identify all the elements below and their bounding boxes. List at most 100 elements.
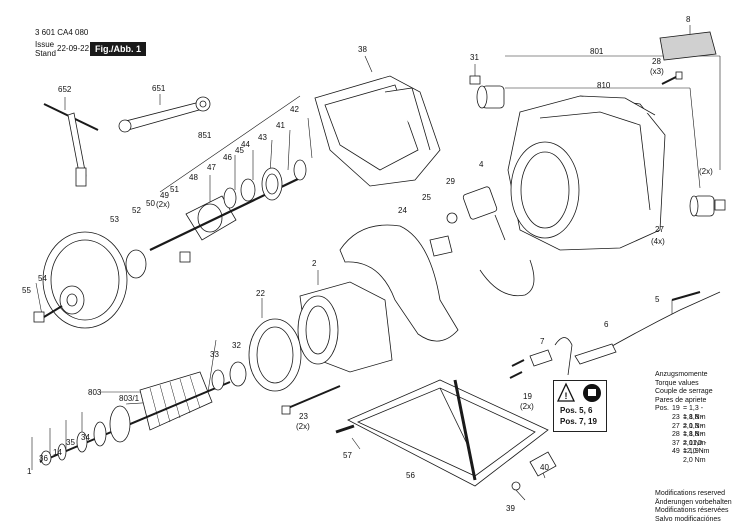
callout: 35 [66,438,75,447]
callout: 47 [207,163,216,172]
torque-title-fr: Couple de serrage [655,388,713,396]
t-key-652 [43,103,99,187]
callout: 19 [523,392,532,401]
torque-row: 37 = 11,0 - 12,0 Nm [655,440,713,456]
gear-cover-38 [314,75,441,187]
callout: 51 [170,185,179,194]
callout: 2 [312,259,317,268]
torque-row: 49 = 1,9 - 2,0 Nm [655,448,713,464]
callout: 41 [276,121,285,130]
document-number: 3 601 CA4 080 [35,28,89,37]
callout: 55 [22,286,31,295]
callout: 50 [146,199,155,208]
info-badge: ! Pos. 5, 6 Pos. 7, 19 [553,380,607,432]
issue-date: 22-09-22 [57,44,90,53]
callout: 45 [235,146,244,155]
screw-19 [509,359,525,379]
torque-value: = 11,0 - 12,0 Nm [683,439,710,456]
callout: 39 [506,504,515,513]
book-glyph-icon [588,389,596,396]
callout: 25 [422,193,431,202]
callout: (x3) [650,67,664,76]
callout: 651 [152,84,166,93]
callout: 8 [686,15,691,24]
callout: 803 [88,388,102,397]
screw-28 [661,71,683,85]
torque-row: 27 = 1,3 - 1,8 Nm [655,422,713,439]
badge-line-1: Pos. 5, 6 [560,406,593,415]
callout: 851 [198,131,212,140]
callout: 6 [604,320,609,329]
bolt-55 [33,305,63,323]
badge-icons: ! [556,382,601,402]
cover-plate-8 [659,31,717,61]
callout: 801 [590,47,604,56]
callout: (2x) [296,422,310,431]
callout: 31 [470,53,479,62]
callout: 49 [160,191,169,200]
callout: 24 [398,206,407,215]
base-plate-56 [347,379,549,487]
torque-value: = 1,3 - 1,8 Nm [683,422,706,439]
callout: 14 [53,448,62,457]
callout: 652 [58,85,72,94]
modifications-fr: Modifications réservées [655,507,729,515]
callout: 40 [540,463,549,472]
callout: 810 [597,81,611,90]
modifications-de: Änderungen vorbehalten [655,498,732,506]
torque-title-de: Anzugsmomente [655,371,708,378]
callout: 5 [655,295,660,304]
washer-39 [511,481,521,491]
callout: (4x) [651,237,665,246]
callout: 38 [358,45,367,54]
torque-pos: 19 [672,405,680,413]
callout: 54 [38,274,47,283]
callout: 53 [110,215,119,224]
callout: 48 [189,173,198,182]
callout: 29 [446,177,455,186]
torque-row: 28 = 1,8 - 2,0 Nm [655,431,713,447]
torque-pos: 27 [672,422,680,430]
callout: 57 [343,451,352,460]
torque-row: 23 = 1,8 - 2,0 Nm [655,414,713,430]
torque-title-en: Torque values [655,379,699,387]
torque-row: Pos. 19 = 1,3 - 1,8 Nm [655,405,713,421]
callout: (2x) [520,402,534,411]
switch-4 [462,186,535,297]
callout: 44 [241,140,250,149]
callout: 56 [406,471,415,480]
brush-holder-31 [469,75,505,109]
badge-line-2: Pos. 7, 19 [560,417,597,426]
torque-value: = 1,3 - 1,8 Nm [683,405,706,421]
spindle-assembly [149,159,307,263]
stand-label: Stand [35,49,56,58]
torque-pos: 28 [672,431,680,439]
torque-table: Anzugsmomente Torque values Couple de se… [655,371,713,464]
callout: 43 [258,133,267,142]
spring-29 [446,212,458,224]
torque-value: = 1,9 - 2,0 Nm [683,448,706,464]
figure-label: Fig./Abb. 1 [90,42,146,56]
cable-clamp-7 [529,337,573,376]
torque-pos: 49 [672,448,680,456]
callout: 1 [27,467,32,476]
modifications-note: Modifications reserved Änderungen vorbeh… [655,490,732,524]
wing-knob-40 [529,451,557,477]
pos-label: Pos. [655,405,670,413]
callout: 52 [132,206,141,215]
flange-53 [125,249,147,279]
callout: 7 [540,337,545,346]
callout: 33 [210,350,219,359]
trigger-25 [429,235,453,257]
callout: 32 [232,341,241,350]
brush-right [689,195,726,217]
fan-baffle-22 [248,318,302,392]
callout: 36 [39,454,48,463]
torque-value: = 1,8 - 2,0 Nm [683,413,706,430]
callout: (2x) [699,167,713,176]
callout: 27 [655,225,664,234]
torque-title-es: Pares de apriete [655,396,707,404]
warning-triangle-icon [556,382,576,402]
